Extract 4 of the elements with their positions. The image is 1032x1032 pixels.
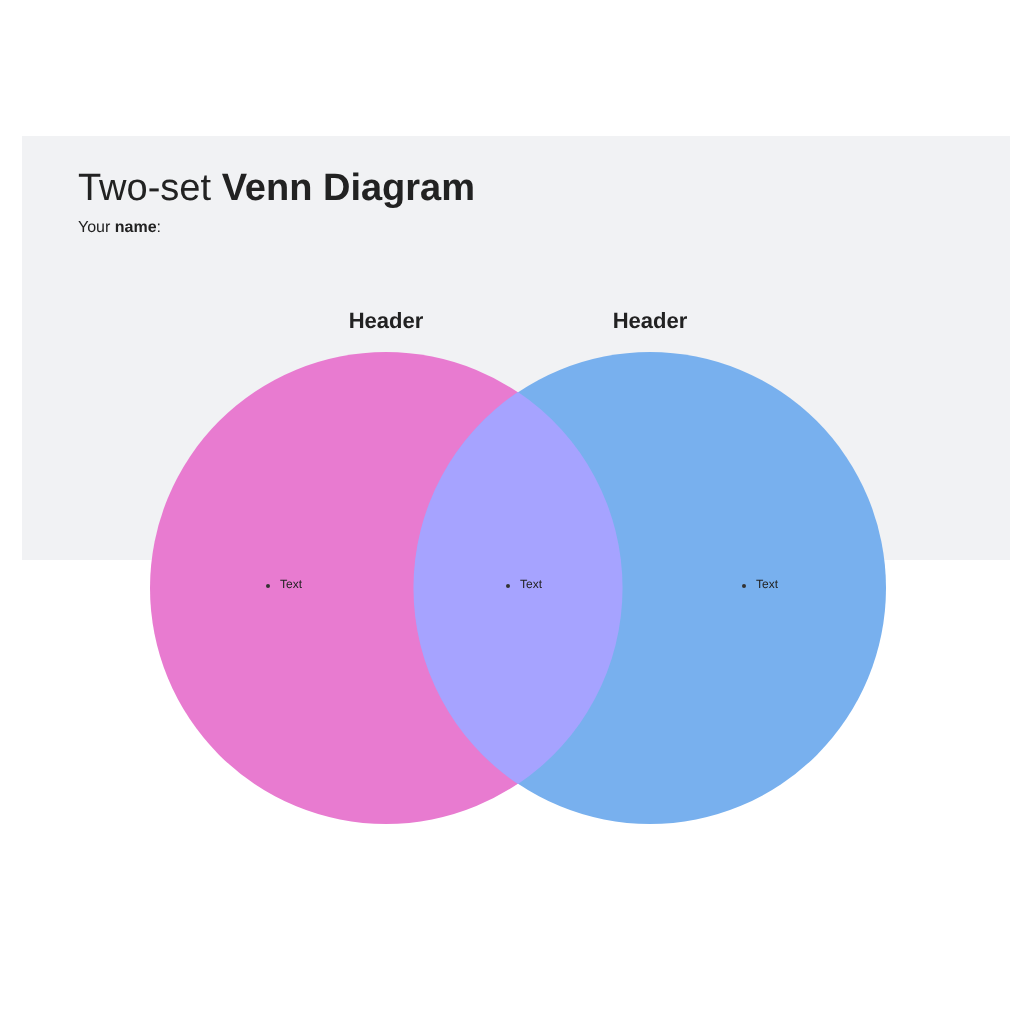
diagram-title: Two-set Venn Diagram	[78, 168, 476, 212]
set-header: Header	[612, 310, 688, 334]
name-prompt: Your name:	[78, 218, 162, 236]
set-header: Header	[348, 310, 424, 334]
